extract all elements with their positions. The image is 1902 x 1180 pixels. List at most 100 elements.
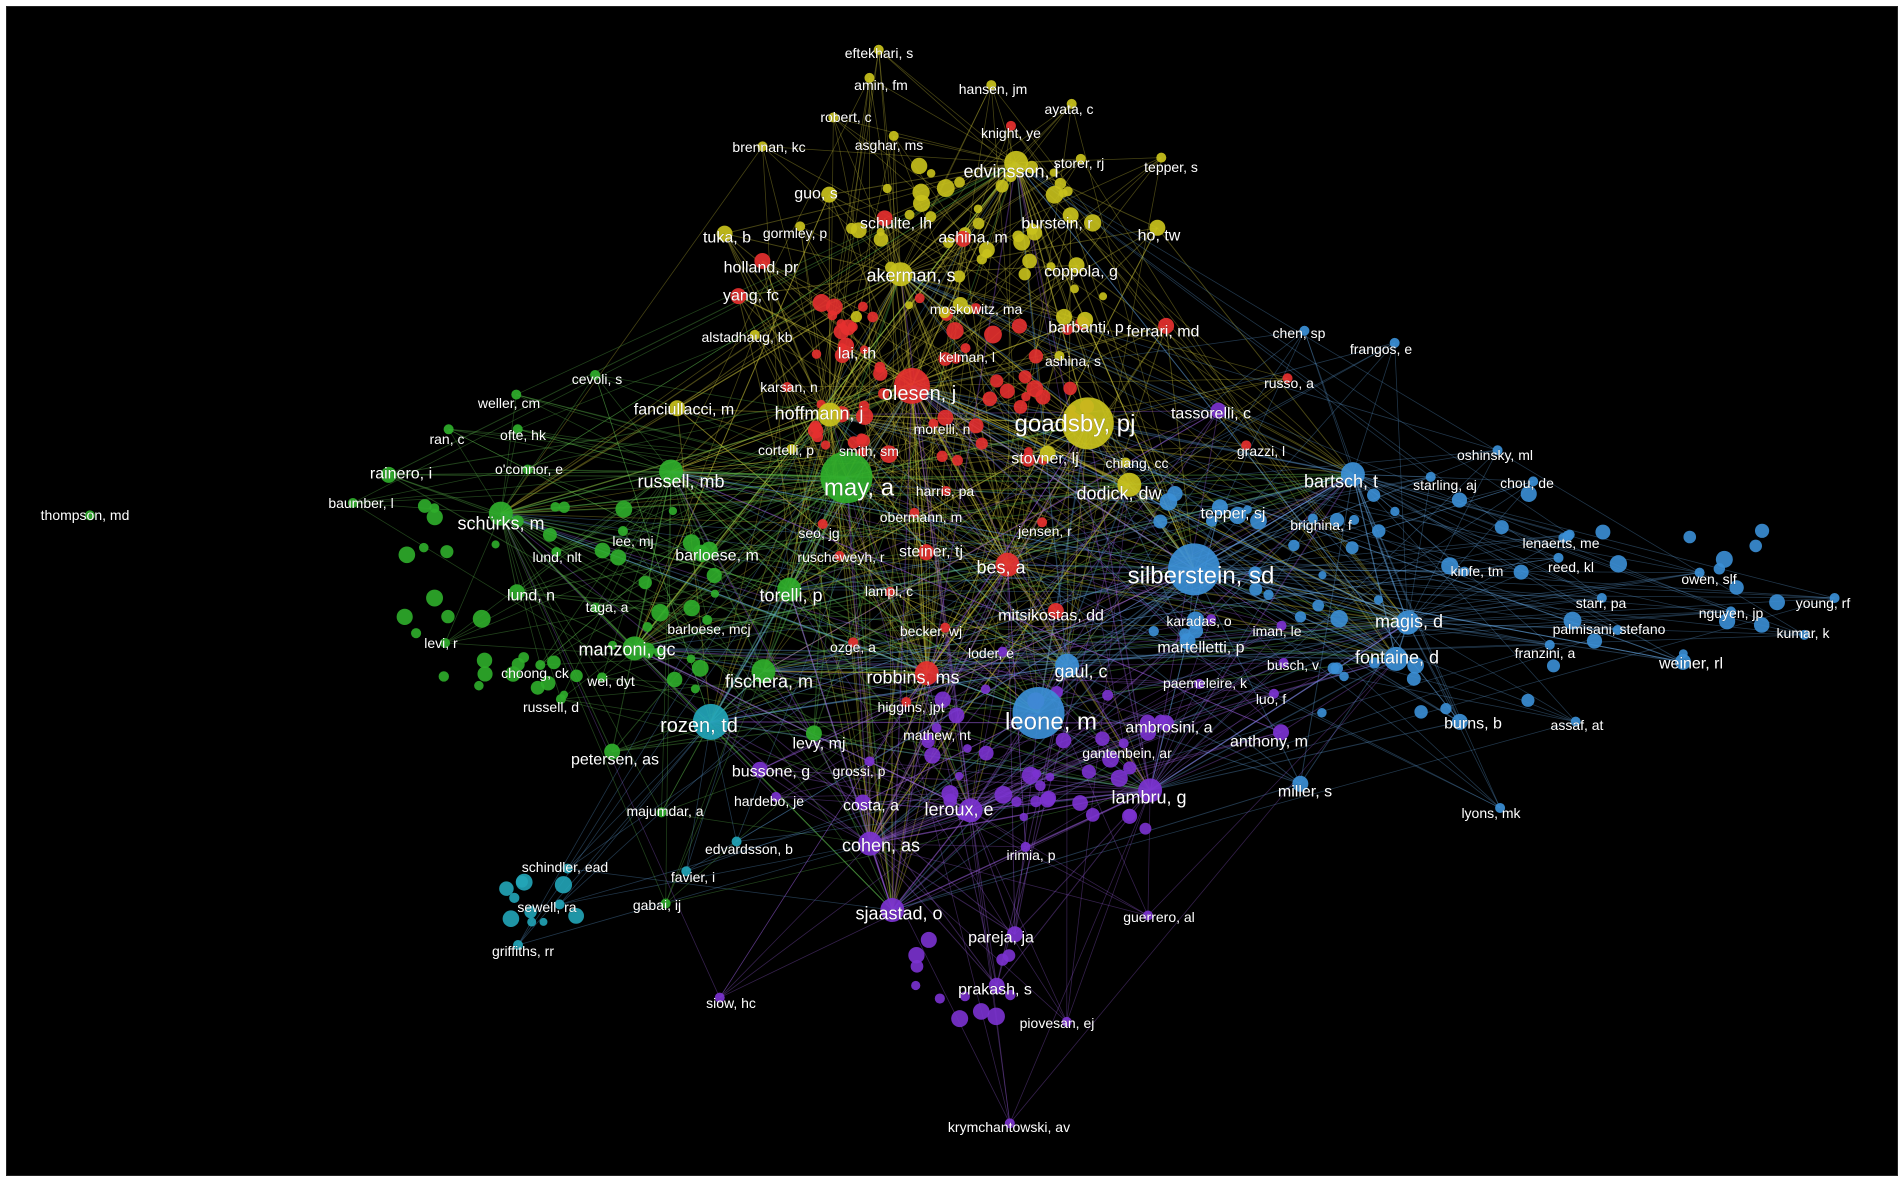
node-wei-dyt[interactable] [597, 672, 608, 683]
node-stovner-lj[interactable] [1039, 445, 1056, 462]
node-leone-m[interactable] [1012, 686, 1065, 739]
node-cohen-as[interactable] [858, 831, 883, 856]
node-seo-jg[interactable] [817, 519, 828, 530]
node-manzoni-gc[interactable] [622, 636, 647, 661]
node-fontaine-d[interactable] [1384, 646, 1409, 671]
node-gantenbein-ar[interactable] [1118, 738, 1129, 749]
node-paemeleire-k[interactable] [1194, 678, 1205, 689]
node-nguyen-jp[interactable] [1725, 606, 1736, 617]
node-thompson-md[interactable] [84, 510, 95, 521]
node-rozen-td[interactable] [692, 703, 729, 740]
node-majumdar-a[interactable] [656, 807, 667, 818]
node-martelletti-p[interactable] [1179, 633, 1196, 650]
node-favier-i[interactable] [681, 866, 692, 877]
node-iman-le[interactable] [1276, 620, 1287, 631]
node-young-rf[interactable] [1829, 592, 1840, 603]
node-starling-aj[interactable] [1425, 471, 1436, 482]
node-fanciullacci-m[interactable] [669, 400, 686, 417]
node-assaf-at[interactable] [1570, 716, 1581, 727]
node-lund-nlt[interactable] [551, 546, 562, 557]
node-loder-e[interactable] [997, 646, 1008, 657]
node-asghar-ms[interactable] [888, 130, 899, 141]
node-storer-rj[interactable] [1075, 153, 1086, 164]
node-torelli-p[interactable] [777, 577, 802, 602]
node-grossi-p[interactable] [864, 756, 875, 767]
node-moskowitz-ma[interactable] [963, 304, 974, 315]
node-krymchantowski-av[interactable] [1004, 1118, 1015, 1129]
node-tepper-sj[interactable] [1211, 499, 1228, 516]
node-barloese-m[interactable] [694, 546, 711, 563]
node-schindler-ead[interactable] [562, 863, 573, 874]
node-oshinsky-ml[interactable] [1492, 445, 1503, 456]
node-luo-f[interactable] [1268, 688, 1279, 699]
node-chen-sp[interactable] [1299, 325, 1310, 336]
node-kumar-k[interactable] [1799, 629, 1810, 640]
node-kelman-l[interactable] [960, 343, 971, 354]
node-ferrari-md[interactable] [1158, 317, 1175, 334]
node-tepper-s[interactable] [1156, 152, 1167, 163]
node-siow-hc[interactable] [714, 992, 725, 1003]
node-brighina-f[interactable] [1307, 513, 1318, 524]
node-russell-mb[interactable] [659, 459, 684, 484]
node-schurks-m[interactable] [488, 501, 513, 526]
node-hansen-jm[interactable] [986, 80, 997, 91]
node-guo-s[interactable] [821, 186, 838, 203]
node-lund-n[interactable] [508, 584, 525, 601]
node-morelli-n[interactable] [928, 418, 939, 429]
node-petersen-as[interactable] [604, 743, 621, 760]
node-baumber-l[interactable] [347, 497, 358, 508]
node-fischera-m[interactable] [751, 659, 776, 684]
node-ran-c[interactable] [443, 424, 454, 435]
node-lampl-c[interactable] [885, 586, 896, 597]
node-dodick-dw[interactable] [1117, 472, 1142, 497]
node-rainero-i[interactable] [380, 466, 397, 483]
node-kinfe-tm[interactable] [1459, 566, 1470, 577]
node-becker-wj[interactable] [940, 622, 951, 633]
node-edvinsson-l[interactable] [1004, 150, 1029, 175]
node-alstadhaug-kb[interactable] [749, 329, 760, 340]
node-guerrero-al[interactable] [1142, 910, 1153, 921]
node-ayata-c[interactable] [1066, 98, 1077, 109]
node-karadas-o[interactable] [1206, 614, 1217, 625]
node-brennan-kc[interactable] [757, 141, 768, 152]
node-bes-a[interactable] [995, 552, 1020, 577]
node-busch-v[interactable] [1278, 657, 1289, 668]
node-leroux-e[interactable] [958, 798, 983, 823]
node-levi-r[interactable] [440, 637, 451, 648]
node-gabai-ij[interactable] [660, 898, 671, 909]
node-grazzi-l[interactable] [1241, 440, 1252, 451]
node-cortelli-p[interactable] [786, 443, 797, 454]
node-weller-cm[interactable] [511, 389, 522, 400]
node-piovesan-ej[interactable] [1061, 1016, 1072, 1027]
node-ashina-s[interactable] [1054, 350, 1065, 361]
node-ruscheweyh-r[interactable] [834, 550, 845, 561]
node-ozge-a[interactable] [848, 637, 859, 648]
node-costa-a[interactable] [854, 794, 871, 811]
node-mathew-nt[interactable] [931, 723, 942, 734]
node-burns-b[interactable] [1451, 713, 1468, 730]
node-knight-ye[interactable] [1005, 120, 1016, 131]
node-steiner-tj[interactable] [918, 544, 935, 561]
node-chiang-cc[interactable] [1120, 457, 1131, 468]
node-pareja-ja[interactable] [1006, 926, 1023, 943]
node-sjaastad-o[interactable] [880, 898, 905, 923]
node-schulte-lh[interactable] [876, 210, 893, 227]
node-palmisani-stefano[interactable] [1612, 624, 1623, 635]
node-owen-slf[interactable] [1694, 567, 1705, 578]
node-lee-mj[interactable] [617, 526, 628, 537]
node-amin-fm[interactable] [864, 72, 875, 83]
node-yang-fc[interactable] [730, 288, 747, 305]
node-jensen-r[interactable] [1037, 517, 1048, 528]
node-weiner-rl[interactable] [1674, 653, 1691, 670]
node-harris-pa[interactable] [941, 485, 952, 496]
node-obermann-m[interactable] [909, 507, 920, 518]
node-mitsikostas-dd[interactable] [1047, 602, 1064, 619]
node-burstein-r[interactable] [1062, 207, 1079, 224]
node-ambrosini-a[interactable] [1158, 715, 1175, 732]
node-barloese-mcj[interactable] [702, 614, 713, 625]
node-olesen-j[interactable] [893, 367, 930, 404]
node-eftekhari-s[interactable] [873, 44, 884, 55]
node-griffiths-rr[interactable] [513, 940, 524, 951]
node-franzini-a[interactable] [1544, 639, 1555, 650]
node-barbanti-p[interactable] [1077, 311, 1094, 328]
